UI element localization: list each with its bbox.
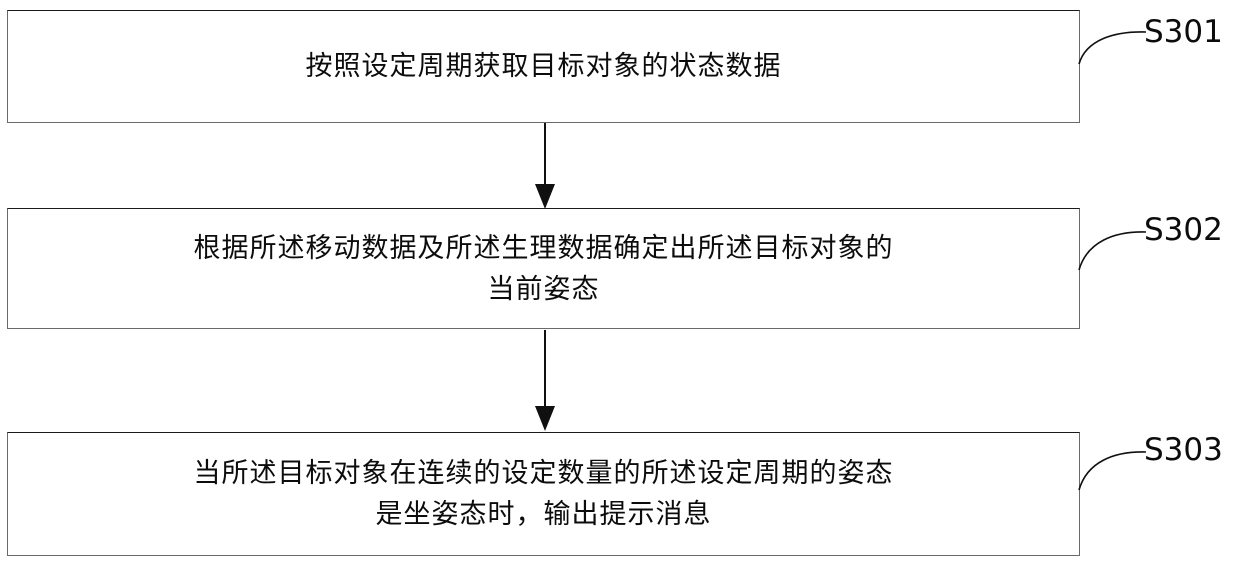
connector-line: [544, 330, 546, 408]
process-box-s302-line-2: 当前姿态: [487, 273, 600, 305]
arrowhead-down-icon: [535, 184, 555, 209]
process-box-s301: 按照设定周期获取目标对象的状态数据: [7, 10, 1080, 123]
leader-line-s303: [1078, 451, 1147, 491]
connector-line: [544, 123, 546, 187]
step-label-s301: S301: [1144, 14, 1223, 50]
process-box-s303-line-1: 当所述目标对象在连续的设定数量的所述设定周期的姿态: [193, 458, 894, 489]
arrowhead-down-icon: [535, 406, 555, 431]
process-box-s303-line-2: 是坐姿态时，输出提示消息: [375, 499, 712, 530]
process-box-s301-line-1: 按照设定周期获取目标对象的状态数据: [305, 51, 782, 82]
leader-line-s301: [1078, 31, 1147, 65]
step-label-s302: S302: [1144, 212, 1223, 248]
leader-line-s302: [1078, 231, 1147, 271]
process-box-s303: 当所述目标对象在连续的设定数量的所述设定周期的姿态 是坐姿态时，输出提示消息: [7, 432, 1080, 556]
process-box-s302: 根据所述移动数据及所述生理数据确定出所述目标对象的 当前姿态: [7, 208, 1080, 329]
step-label-s303: S303: [1144, 432, 1223, 468]
process-box-s302-line-1: 根据所述移动数据及所述生理数据确定出所述目标对象的: [193, 232, 894, 264]
